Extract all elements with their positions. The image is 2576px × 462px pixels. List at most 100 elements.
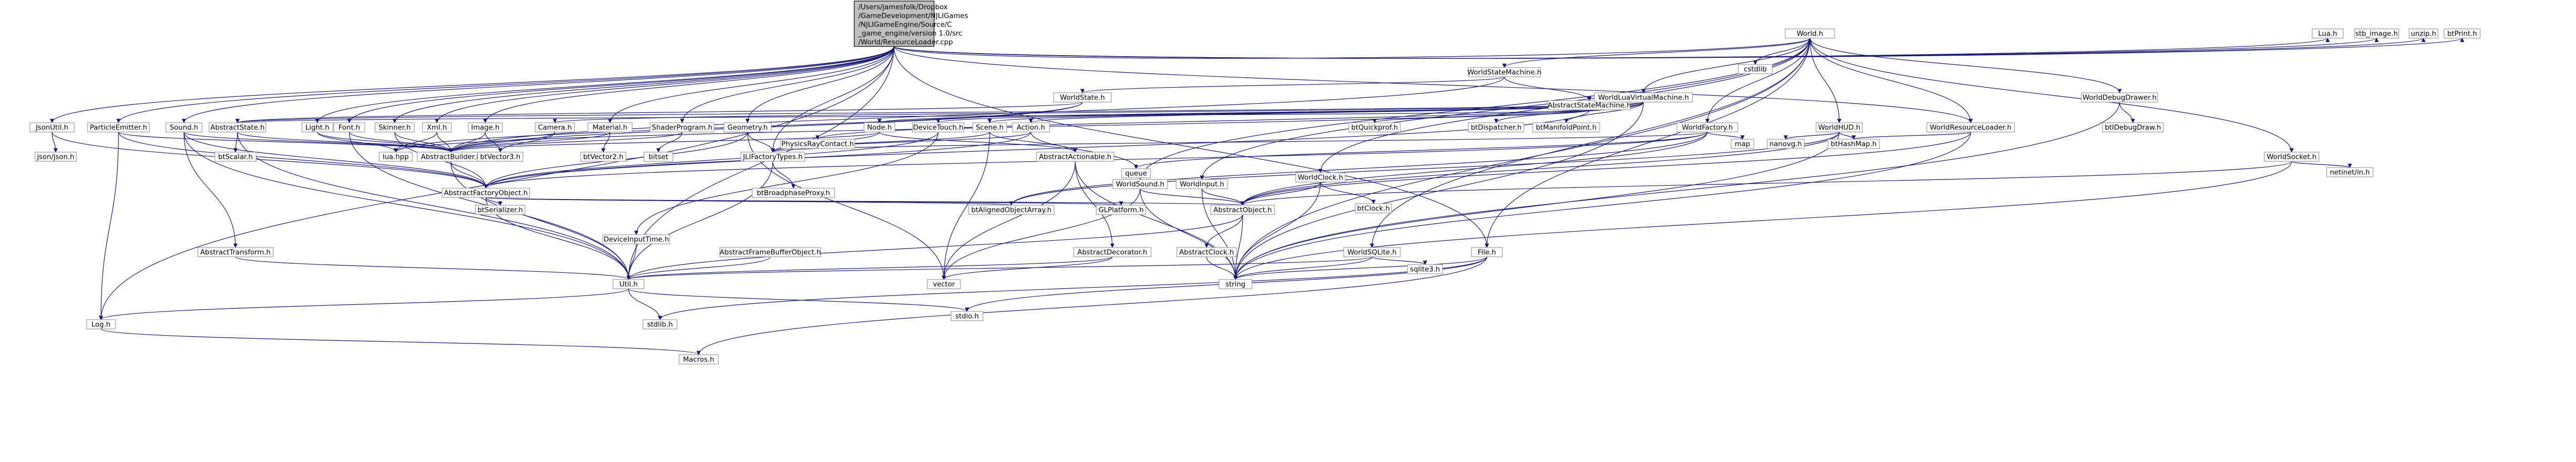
node-abstracttransform[interactable]: AbstractTransform.h bbox=[197, 247, 274, 257]
node-stdioh[interactable]: stdio.h bbox=[951, 311, 984, 321]
node-worldhud[interactable]: WorldHUD.h bbox=[1816, 122, 1863, 133]
node-btalignedobjectarray[interactable]: btAlignedObjectArray.h bbox=[968, 205, 1055, 215]
node-worldsqlite[interactable]: WorldSQLite.h bbox=[1343, 247, 1401, 257]
node-lua[interactable]: Lua.h bbox=[2312, 28, 2344, 39]
node-image[interactable]: Image.h bbox=[468, 122, 503, 133]
node-abstractstatemachine[interactable]: AbstractStateMachine.h bbox=[1548, 100, 1631, 110]
node-unzip[interactable]: unzip.h bbox=[2409, 28, 2438, 39]
node-queue[interactable]: queue bbox=[1121, 168, 1151, 178]
node-worldfactory-box bbox=[1676, 122, 1738, 133]
node-btdispatcher[interactable]: btDispatcher.h bbox=[1468, 122, 1524, 133]
node-bitset[interactable]: bitset bbox=[643, 152, 673, 162]
node-bitset-box bbox=[643, 152, 673, 162]
node-btprint[interactable]: btPrint.h bbox=[2444, 28, 2481, 39]
node-worldinput[interactable]: WorldInput.h bbox=[1176, 179, 1228, 189]
node-btclock[interactable]: btClock.h bbox=[1355, 203, 1392, 213]
node-world[interactable]: World.h bbox=[1785, 28, 1835, 39]
node-btscalar[interactable]: btScalar.h bbox=[214, 152, 257, 162]
node-abstractactionable[interactable]: AbstractActionable.h bbox=[1036, 152, 1114, 162]
root-node-line-4: _game_engine/version 1.0/src bbox=[858, 29, 962, 38]
node-njlifactorytypes[interactable]: JLIFactoryTypes.h bbox=[740, 152, 805, 162]
node-worlddebugdrawer[interactable]: WorldDebugDrawer.h bbox=[2081, 92, 2158, 103]
node-abstractstate[interactable]: AbstractState.h bbox=[209, 122, 266, 133]
node-light[interactable]: Light.h bbox=[301, 122, 333, 133]
edge-worldsqlite-to-util bbox=[626, 256, 1372, 280]
node-skinner[interactable]: Skinner.h bbox=[375, 122, 415, 133]
node-camera[interactable]: Camera.h bbox=[535, 122, 575, 133]
node-btdispatcher-box bbox=[1468, 122, 1524, 133]
node-particleemitter[interactable]: ParticleEmitter.h bbox=[87, 122, 150, 133]
node-worldclock[interactable]: WorldClock.h bbox=[1295, 172, 1346, 183]
node-cstdlib[interactable]: cstdlib bbox=[1738, 64, 1773, 74]
node-file-label: File.h bbox=[1478, 249, 1496, 257]
edge-worldsocket-to-netinet bbox=[2291, 161, 2352, 168]
node-sqlite3[interactable]: sqlite3.h bbox=[1407, 264, 1443, 274]
node-luahpp[interactable]: lua.hpp bbox=[379, 152, 413, 162]
node-font[interactable]: Font.h bbox=[333, 122, 365, 133]
node-abstractbuilder[interactable]: AbstractBuilder.h bbox=[417, 152, 485, 162]
node-netinet[interactable]: netinet/in.h bbox=[2326, 167, 2374, 177]
node-worldsocket[interactable]: WorldSocket.h bbox=[2264, 152, 2319, 162]
node-btbroadphaseproxy[interactable]: btBroadphaseProxy.h bbox=[752, 188, 835, 198]
edge-njlifactorytypes-to-util bbox=[626, 161, 773, 280]
edge-world-to-worldsound bbox=[1138, 38, 1810, 180]
node-abstractdecorator[interactable]: AbstractDecorator.h bbox=[1073, 247, 1151, 257]
node-util-box bbox=[613, 279, 645, 289]
node-xml-label: Xml.h bbox=[427, 124, 447, 132]
node-abstractclock[interactable]: AbstractClock.h bbox=[1176, 247, 1237, 257]
node-btquickprof[interactable]: btQuickprof.h bbox=[1348, 122, 1401, 133]
edge-devicetouch-to-abstractfactoryobject bbox=[483, 131, 939, 189]
node-abstractframebufferobject[interactable]: AbstractFrameBufferObject.h bbox=[719, 247, 821, 257]
node-node[interactable]: Node.h bbox=[863, 122, 895, 133]
node-vector[interactable]: vector bbox=[927, 279, 961, 289]
node-abstractobject[interactable]: AbstractObject.h bbox=[1210, 205, 1275, 215]
edge-worldluavm-to-btdispatcher bbox=[1494, 102, 1644, 123]
node-worldresourceloader[interactable]: WorldResourceLoader.h bbox=[1926, 122, 2015, 133]
edge-worldfactory-to-btalignedobjectarray bbox=[1009, 131, 1708, 206]
node-macros[interactable]: Macros.h bbox=[679, 354, 719, 365]
node-string[interactable]: string bbox=[1218, 279, 1252, 289]
root-node[interactable]: /Users/jamesfolk/Dropbox /GameDevelopmen… bbox=[854, 1, 968, 47]
node-btvector2[interactable]: btVector2.h bbox=[580, 152, 626, 162]
node-stdlib[interactable]: stdlib.h bbox=[642, 319, 677, 329]
node-scene[interactable]: Scene.h bbox=[972, 122, 1007, 133]
node-file[interactable]: File.h bbox=[1471, 247, 1503, 257]
node-xml[interactable]: Xml.h bbox=[422, 122, 452, 133]
node-btserializer[interactable]: btSerializer.h bbox=[475, 205, 526, 215]
node-log[interactable]: Log.h bbox=[86, 319, 116, 329]
node-deviceinputtime[interactable]: DeviceInputTime.h bbox=[602, 234, 670, 244]
node-physicsraycontact[interactable]: PhysicsRayContact.h bbox=[780, 139, 855, 149]
node-nanovg[interactable]: nanovg.h bbox=[1767, 139, 1805, 149]
node-geometry[interactable]: Geometry.h bbox=[723, 122, 772, 133]
node-btbroadphaseproxy-box bbox=[752, 188, 835, 198]
node-map[interactable]: map bbox=[1731, 139, 1754, 149]
node-shaderprogram[interactable]: ShaderProgram.h bbox=[650, 122, 715, 133]
node-util[interactable]: Util.h bbox=[613, 279, 645, 289]
node-abstractfactoryobject[interactable]: AbstractFactoryObject.h bbox=[442, 188, 530, 198]
node-bthashmap[interactable]: btHashMap.h bbox=[1827, 139, 1880, 149]
node-btidebugdraw[interactable]: btIDebugDraw.h bbox=[2102, 122, 2164, 133]
node-sound-label: Sound.h bbox=[170, 124, 198, 132]
edge-njlifactorytypes-to-btbroadphaseproxy bbox=[772, 161, 796, 189]
node-jsonjson[interactable]: json/json.h bbox=[35, 152, 77, 162]
node-material[interactable]: Material.h bbox=[587, 122, 633, 133]
node-deviceinputtime-box bbox=[602, 234, 670, 244]
node-devicetouch[interactable]: DeviceTouch.h bbox=[912, 122, 964, 133]
node-worldstate[interactable]: WorldState.h bbox=[1053, 92, 1112, 103]
node-worldfactory[interactable]: WorldFactory.h bbox=[1676, 122, 1738, 133]
node-worldsound[interactable]: WorldSound.h bbox=[1112, 179, 1168, 189]
node-vector-box bbox=[927, 279, 961, 289]
node-glplatform[interactable]: GLPlatform.h bbox=[1096, 205, 1146, 215]
node-worldstatemachine[interactable]: WorldStateMachine.h bbox=[1467, 67, 1541, 77]
edge-root-to-font bbox=[347, 46, 894, 123]
node-btvector3[interactable]: btVector3.h bbox=[477, 152, 523, 162]
node-action[interactable]: Action.h bbox=[1012, 122, 1050, 133]
node-sound[interactable]: Sound.h bbox=[165, 122, 202, 133]
node-btmanifoldpoint[interactable]: btManifoldPoint.h bbox=[1532, 122, 1600, 133]
node-worldluavm[interactable]: WorldLuaVirtualMachine.h bbox=[1594, 92, 1693, 103]
node-camera-box bbox=[535, 122, 575, 133]
node-jsonutil[interactable]: JsonUtil.h bbox=[29, 122, 75, 133]
node-btdispatcher-label: btDispatcher.h bbox=[1471, 124, 1522, 132]
node-stb_image[interactable]: stb_image.h bbox=[2354, 28, 2399, 39]
